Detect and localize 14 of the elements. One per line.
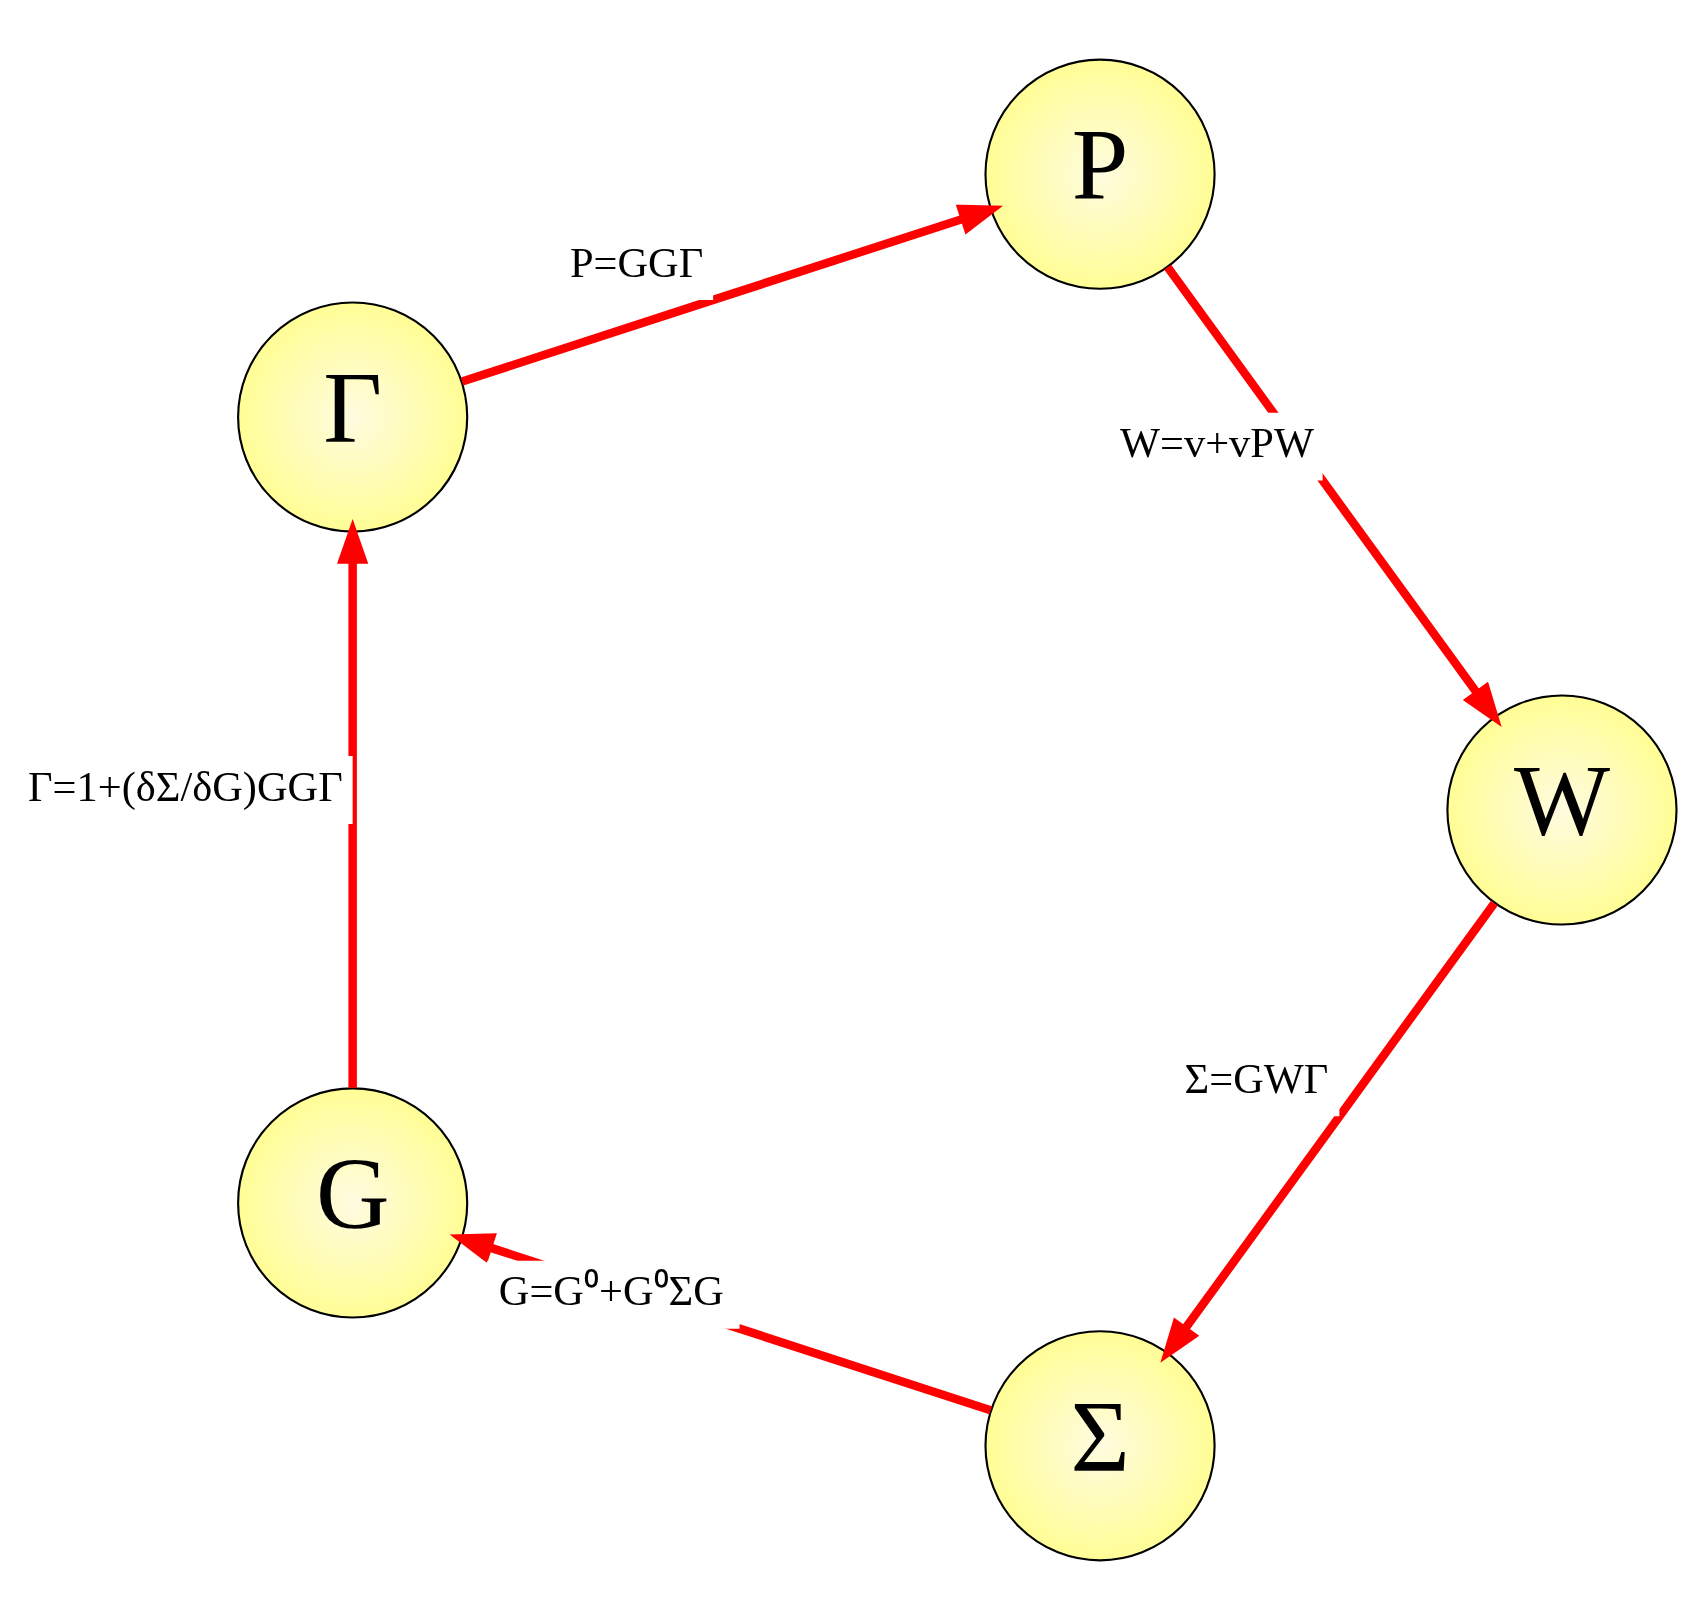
edge-label: G=G⁰+G⁰ΣG bbox=[498, 1266, 724, 1314]
arrow bbox=[460, 204, 1003, 386]
edge-label: P=GGΓ bbox=[569, 238, 703, 286]
node-circle: W bbox=[1445, 693, 1678, 926]
node-circle: Γ bbox=[236, 300, 468, 533]
arrow bbox=[336, 518, 368, 1088]
edge-label: Σ=GWΓ bbox=[1184, 1054, 1328, 1102]
arrow bbox=[1159, 900, 1498, 1363]
edge-label: Γ=1+(δΣ/δG)GGΓ bbox=[27, 762, 343, 810]
node-circle: G bbox=[236, 1086, 468, 1319]
edge-label: W=v+vPW bbox=[1119, 418, 1314, 466]
node-circle: P bbox=[983, 58, 1216, 290]
node-circle: Σ bbox=[983, 1329, 1216, 1561]
arrow bbox=[449, 1232, 992, 1414]
